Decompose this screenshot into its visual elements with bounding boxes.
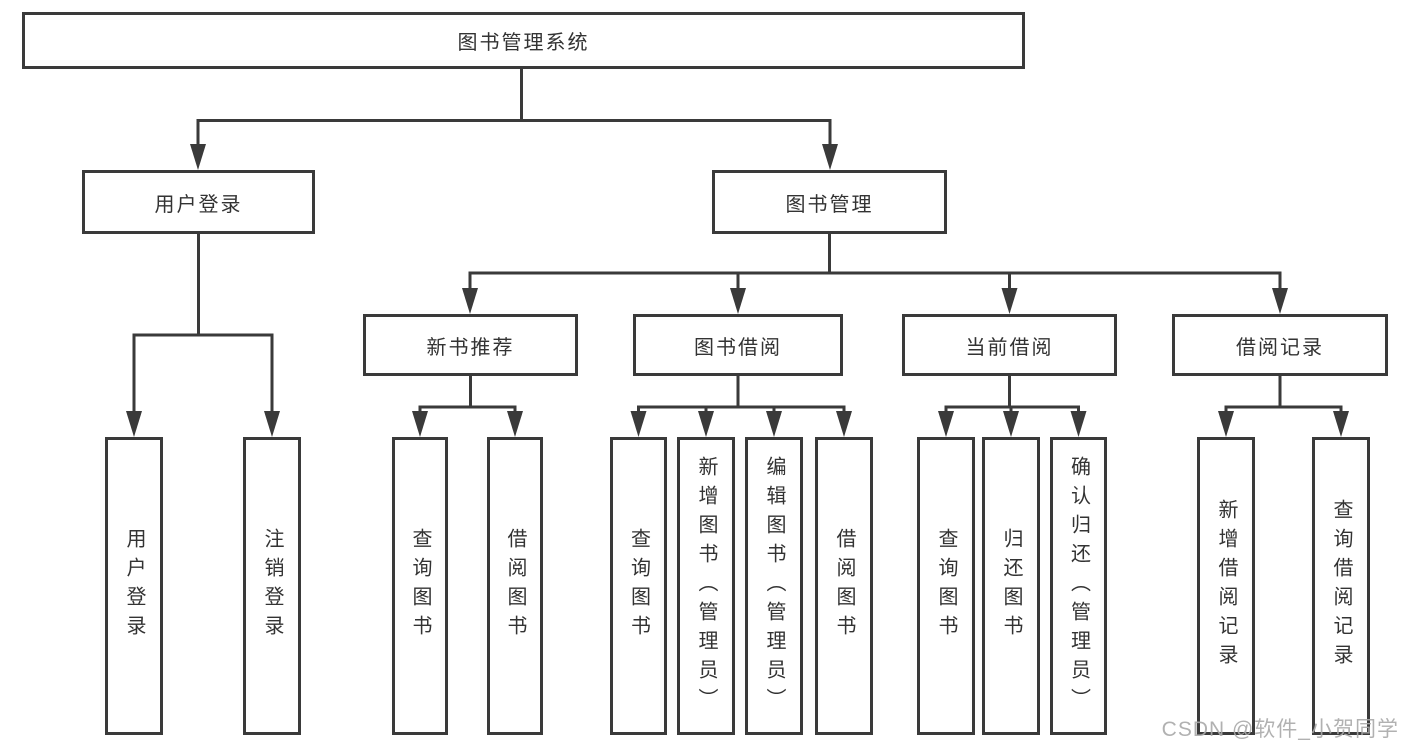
arrow-down-icon xyxy=(938,411,954,437)
leaf-logout: 注销登录 xyxy=(243,437,301,735)
leaf-add-borrow-record: 新增借阅记录 xyxy=(1197,437,1255,735)
leaf-user-login: 用户登录 xyxy=(105,437,163,735)
node-label: 图书借阅 xyxy=(694,336,782,359)
leaf-label: 借阅图书 xyxy=(833,528,855,644)
arrow-down-icon xyxy=(126,411,142,437)
node-library-management-system: 图书管理系统 xyxy=(22,12,1025,69)
connector-borrowing-records-to-leaves xyxy=(1218,376,1349,437)
leaf-borrow-books: 借阅图书 xyxy=(815,437,873,735)
csdn-watermark: CSDN @软件_小贺同学 xyxy=(1161,718,1399,741)
node-label: 用户登录 xyxy=(154,193,243,216)
node-label: 图书管理系统 xyxy=(457,32,590,54)
leaf-query-borrow-record: 查询借阅记录 xyxy=(1312,437,1370,735)
leaf-label: 归还图书 xyxy=(1000,528,1022,644)
leaf-query-books-borrowing: 查询图书 xyxy=(610,437,667,735)
node-book-management: 图书管理 xyxy=(712,170,947,234)
leaf-edit-book-admin: 编辑图书（管理员） xyxy=(745,437,803,735)
node-borrowing-records: 借阅记录 xyxy=(1172,314,1388,376)
leaf-label: 用户登录 xyxy=(123,528,145,644)
leaf-confirm-return-admin: 确认归还（管理员） xyxy=(1050,437,1107,735)
node-book-borrowing: 图书借阅 xyxy=(633,314,843,376)
connector-new-book-recommendation-to-leaves xyxy=(412,376,523,437)
arrow-down-icon xyxy=(412,411,428,437)
leaf-label: 新增图书（管理员） xyxy=(695,455,717,717)
connector-book-management-to-level3 xyxy=(462,234,1288,314)
arrow-down-icon xyxy=(630,411,647,437)
leaf-label: 查询借阅记录 xyxy=(1330,499,1352,673)
connector-book-borrowing-to-leaves xyxy=(630,376,852,437)
leaf-label: 查询图书 xyxy=(627,528,650,644)
node-user-login: 用户登录 xyxy=(82,170,315,234)
node-label: 借阅记录 xyxy=(1236,336,1324,359)
leaf-label: 查询图书 xyxy=(409,528,431,644)
node-label: 新书推荐 xyxy=(426,336,515,359)
leaf-query-books-current: 查询图书 xyxy=(917,437,975,735)
leaf-label: 确认归还（管理员） xyxy=(1067,455,1090,717)
arrow-down-icon xyxy=(698,411,714,437)
leaf-label: 注销登录 xyxy=(261,528,283,644)
arrow-down-icon xyxy=(507,411,523,437)
leaf-label: 新增借阅记录 xyxy=(1215,499,1237,673)
leaf-label: 借阅图书 xyxy=(504,528,526,644)
arrow-down-icon xyxy=(1003,411,1019,437)
connector-root-to-level2 xyxy=(190,69,838,170)
arrow-down-icon xyxy=(766,411,782,437)
arrow-down-icon xyxy=(1218,411,1234,437)
arrow-down-icon xyxy=(462,288,478,314)
arrow-down-icon xyxy=(1333,411,1349,437)
arrow-down-icon xyxy=(1272,288,1288,314)
leaf-return-books: 归还图书 xyxy=(982,437,1040,735)
leaf-label: 查询图书 xyxy=(935,528,957,644)
leaf-query-books-recommend: 查询图书 xyxy=(392,437,448,735)
node-label: 当前借阅 xyxy=(965,336,1054,359)
node-current-borrowing: 当前借阅 xyxy=(902,314,1117,376)
leaf-borrow-books-recommend: 借阅图书 xyxy=(487,437,543,735)
arrow-down-icon xyxy=(190,144,206,170)
node-label: 图书管理 xyxy=(785,193,874,216)
leaf-label: 编辑图书（管理员） xyxy=(763,455,785,717)
arrow-down-icon xyxy=(836,411,852,437)
leaf-add-book-admin: 新增图书（管理员） xyxy=(677,437,735,735)
arrow-down-icon xyxy=(1070,411,1087,437)
connector-user-login-to-leaves xyxy=(126,234,280,437)
arrow-down-icon xyxy=(264,411,280,437)
arrow-down-icon xyxy=(1001,288,1018,314)
node-new-book-recommendation: 新书推荐 xyxy=(363,314,578,376)
connector-current-borrowing-to-leaves xyxy=(938,376,1087,437)
arrow-down-icon xyxy=(730,288,746,314)
arrow-down-icon xyxy=(822,144,838,170)
